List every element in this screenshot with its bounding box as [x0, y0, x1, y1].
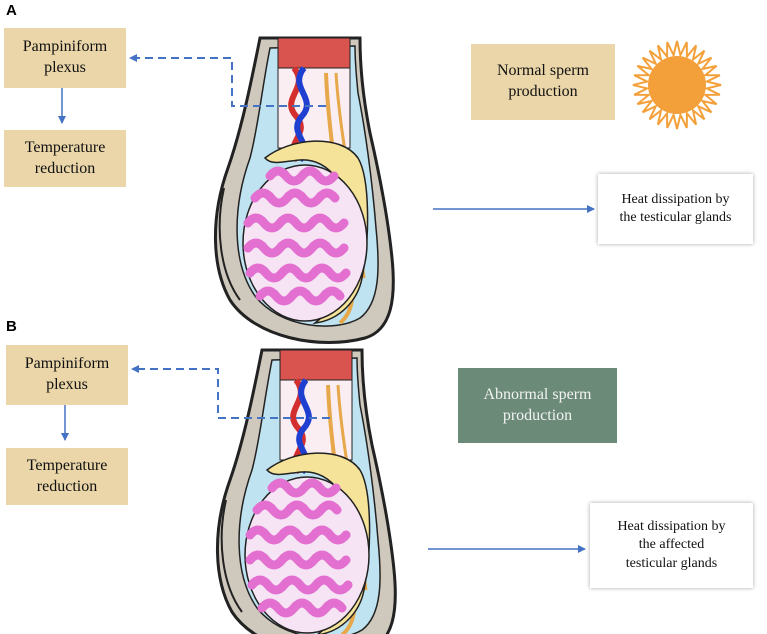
sun-core — [648, 56, 706, 114]
box-line: Temperature — [26, 456, 108, 474]
temperature-reduction-box: Temperature reduction — [4, 130, 126, 187]
box-line: Temperature — [24, 138, 106, 156]
box-line: reduction — [34, 159, 96, 177]
box-line: testicular glands — [625, 555, 718, 571]
box-line: Pampiniform — [24, 355, 110, 373]
pampiniform-plexus-box-b: Pampiniform plexus — [6, 345, 128, 405]
box-line: Heat dissipation by — [617, 519, 726, 535]
abnormal-sperm-box: Abnormal sperm production — [458, 368, 617, 443]
pampiniform-plexus-box: Pampiniform plexus — [4, 28, 126, 88]
testis-illustration-a — [215, 38, 393, 342]
box-line: Pampiniform — [22, 38, 108, 56]
box-line: the affected — [638, 537, 705, 553]
box-line: production — [502, 406, 573, 424]
temperature-reduction-box-b: Temperature reduction — [6, 448, 128, 505]
heat-dissipation-box: Heat dissipation by the testicular glands — [598, 174, 753, 244]
panel-label-a: A — [6, 2, 17, 19]
box-line: the testicular glands — [619, 210, 732, 225]
dashed-arrow-a — [129, 54, 326, 107]
box-line: Normal sperm — [497, 62, 589, 80]
panel-label-b: B — [6, 318, 17, 335]
testis-illustration-b — [217, 350, 395, 634]
box-line: Heat dissipation by — [621, 191, 730, 207]
box-line: Abnormal sperm — [483, 385, 592, 403]
box-line: plexus — [44, 59, 86, 76]
box-line: plexus — [46, 376, 88, 393]
box-line: reduction — [36, 477, 98, 495]
sun-icon — [632, 40, 722, 130]
box-line: production — [508, 83, 578, 100]
dashed-arrow-b — [131, 365, 330, 419]
normal-sperm-box: Normal sperm production — [471, 44, 615, 120]
heat-dissipation-box-b: Heat dissipation by the affected testicula… — [590, 503, 753, 588]
